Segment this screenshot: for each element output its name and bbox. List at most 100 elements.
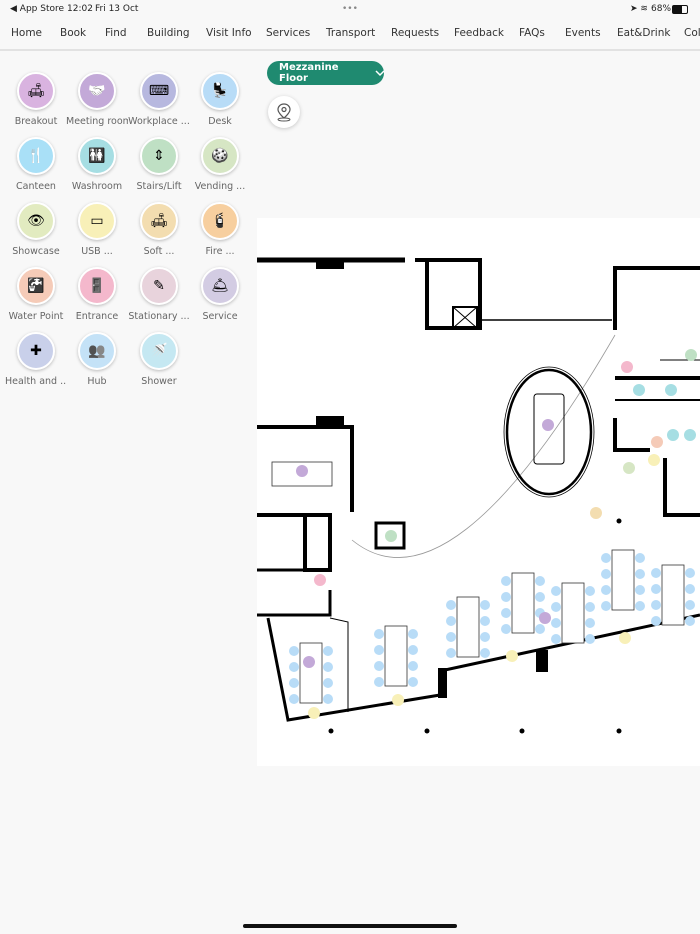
category-stairs-lift[interactable]: ⇕Stairs/Lift: [128, 137, 190, 192]
desk-marker[interactable]: [685, 600, 695, 610]
desk-marker[interactable]: [585, 634, 595, 644]
category-canteen[interactable]: 🍴Canteen: [5, 137, 67, 192]
desk-marker[interactable]: [635, 585, 645, 595]
category-hub[interactable]: 👥Hub: [66, 332, 128, 387]
desk-marker[interactable]: [651, 616, 661, 626]
category-shower[interactable]: 🚿Shower: [128, 332, 190, 387]
poi-marker[interactable]: [308, 707, 320, 719]
category-showcase[interactable]: 👁Showcase: [5, 202, 67, 257]
desk-marker[interactable]: [374, 661, 384, 671]
nav-find[interactable]: Find: [105, 27, 127, 39]
desk-marker[interactable]: [601, 553, 611, 563]
desk-marker[interactable]: [408, 629, 418, 639]
back-to-app-store[interactable]: ◀ App Store: [10, 4, 65, 14]
nav-home[interactable]: Home: [11, 27, 43, 39]
poi-marker[interactable]: [590, 507, 602, 519]
desk-marker[interactable]: [408, 645, 418, 655]
poi-marker[interactable]: [314, 574, 326, 586]
desk-marker[interactable]: [446, 632, 456, 642]
desk-marker[interactable]: [635, 601, 645, 611]
category-desk[interactable]: 💺Desk: [189, 72, 251, 127]
desk-marker[interactable]: [551, 618, 561, 628]
poi-marker[interactable]: [623, 462, 635, 474]
category-washroom[interactable]: 🚻Washroom: [66, 137, 128, 192]
desk-marker[interactable]: [323, 678, 333, 688]
desk-marker[interactable]: [289, 694, 299, 704]
desk-marker[interactable]: [501, 576, 511, 586]
desk-marker[interactable]: [551, 602, 561, 612]
desk-marker[interactable]: [651, 584, 661, 594]
nav-feedback[interactable]: Feedback: [454, 27, 505, 39]
desk-marker[interactable]: [551, 586, 561, 596]
poi-marker[interactable]: [667, 429, 679, 441]
desk-marker[interactable]: [501, 592, 511, 602]
desk-marker[interactable]: [535, 624, 545, 634]
nav-coll[interactable]: Coll: [684, 27, 700, 39]
desk-marker[interactable]: [601, 585, 611, 595]
floor-selector-dropdown[interactable]: Mezzanine Floor: [267, 61, 384, 85]
poi-marker[interactable]: [648, 454, 660, 466]
locate-me-button[interactable]: [268, 96, 300, 128]
category-service[interactable]: 🛎Service: [189, 267, 251, 322]
nav-book[interactable]: Book: [60, 27, 87, 39]
desk-marker[interactable]: [446, 648, 456, 658]
nav-visitinfo[interactable]: Visit Info: [206, 27, 252, 39]
home-indicator[interactable]: [243, 924, 457, 928]
category-entrance[interactable]: 🚪Entrance: [66, 267, 128, 322]
poi-marker[interactable]: [684, 429, 696, 441]
desk-marker[interactable]: [480, 616, 490, 626]
desk-marker[interactable]: [585, 586, 595, 596]
nav-transport[interactable]: Transport: [326, 27, 376, 39]
poi-marker[interactable]: [621, 361, 633, 373]
desk-marker[interactable]: [446, 600, 456, 610]
category-usb[interactable]: ▭USB ...: [66, 202, 128, 257]
desk-marker[interactable]: [323, 694, 333, 704]
poi-marker[interactable]: [633, 384, 645, 396]
nav-services[interactable]: Services: [266, 27, 311, 39]
desk-marker[interactable]: [585, 618, 595, 628]
poi-marker[interactable]: [296, 465, 308, 477]
poi-marker[interactable]: [506, 650, 518, 662]
desk-marker[interactable]: [446, 616, 456, 626]
desk-marker[interactable]: [551, 634, 561, 644]
desk-marker[interactable]: [535, 592, 545, 602]
nav-building[interactable]: Building: [147, 27, 190, 39]
desk-marker[interactable]: [289, 662, 299, 672]
desk-marker[interactable]: [323, 662, 333, 672]
desk-marker[interactable]: [408, 677, 418, 687]
desk-marker[interactable]: [289, 678, 299, 688]
desk-marker[interactable]: [651, 600, 661, 610]
desk-marker[interactable]: [501, 624, 511, 634]
desk-marker[interactable]: [635, 569, 645, 579]
desk-marker[interactable]: [601, 601, 611, 611]
poi-marker[interactable]: [385, 530, 397, 542]
nav-events[interactable]: Events: [565, 27, 601, 39]
category-fire[interactable]: 🧯Fire ...: [189, 202, 251, 257]
desk-marker[interactable]: [601, 569, 611, 579]
desk-marker[interactable]: [635, 553, 645, 563]
desk-marker[interactable]: [374, 677, 384, 687]
desk-marker[interactable]: [289, 646, 299, 656]
category-meeting-room[interactable]: 🤝Meeting room: [66, 72, 128, 127]
desk-marker[interactable]: [535, 576, 545, 586]
poi-marker[interactable]: [685, 349, 697, 361]
floor-plan-map[interactable]: [257, 218, 700, 766]
category-water-point[interactable]: 🚰Water Point: [5, 267, 67, 322]
category-stationary[interactable]: ✎Stationary ...: [128, 267, 190, 322]
nav-requests[interactable]: Requests: [391, 27, 440, 39]
category-soft[interactable]: 🛋Soft ...: [128, 202, 190, 257]
desk-marker[interactable]: [685, 616, 695, 626]
category-breakout[interactable]: 🛋Breakout: [5, 72, 67, 127]
desk-marker[interactable]: [685, 584, 695, 594]
category-vending[interactable]: 🍪Vending ...: [189, 137, 251, 192]
desk-marker[interactable]: [408, 661, 418, 671]
poi-marker[interactable]: [619, 632, 631, 644]
multitask-dots[interactable]: •••: [342, 4, 358, 14]
poi-marker[interactable]: [539, 612, 551, 624]
poi-marker[interactable]: [303, 656, 315, 668]
desk-marker[interactable]: [323, 646, 333, 656]
floor-plan[interactable]: [257, 218, 700, 766]
desk-marker[interactable]: [480, 648, 490, 658]
desk-marker[interactable]: [480, 632, 490, 642]
nav-faqs[interactable]: FAQs: [519, 27, 545, 39]
